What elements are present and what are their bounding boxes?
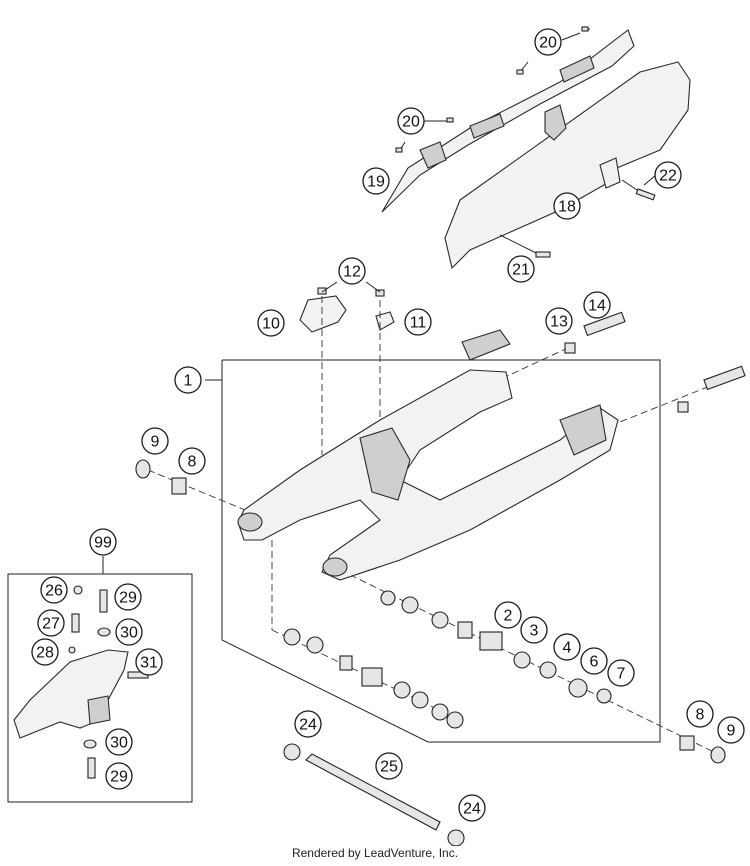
callout-6: 6 <box>580 647 608 675</box>
callout-label: 11 <box>410 315 427 332</box>
callout-label: 8 <box>188 454 197 471</box>
callout-label: 25 <box>380 759 398 776</box>
callout-label: 20 <box>402 114 420 131</box>
callout-label: 28 <box>36 645 54 662</box>
callout-label: 12 <box>343 264 361 281</box>
callout-label: 30 <box>120 625 138 642</box>
callout-12: 12 <box>338 257 366 285</box>
chain-slider-lower <box>13 649 129 739</box>
callout-8: 8 <box>178 447 206 475</box>
callout-label: 22 <box>659 168 677 185</box>
callout-label: 99 <box>94 535 112 552</box>
callout-label: 2 <box>504 608 513 625</box>
callout-3: 3 <box>520 616 548 644</box>
callout-9: 9 <box>141 427 169 455</box>
callout-label: 19 <box>367 174 385 191</box>
nut-24-bottom <box>447 829 465 846</box>
chain-guard-bracket <box>544 104 567 141</box>
nut-26 <box>73 585 83 595</box>
chain-guide-bracket <box>299 295 347 333</box>
callout-label: 26 <box>45 583 63 600</box>
callout-24: 24 <box>458 794 486 822</box>
callout-26: 26 <box>40 576 68 604</box>
callout-label: 10 <box>262 316 280 333</box>
callout-25: 25 <box>375 752 403 780</box>
callout-9: 9 <box>717 716 745 744</box>
callout-label: 31 <box>140 655 158 672</box>
callout-label: 24 <box>463 801 481 818</box>
callout-28: 28 <box>31 638 59 666</box>
callout-14: 14 <box>583 291 611 319</box>
callout-label: 4 <box>563 640 572 657</box>
callout-label: 6 <box>590 654 599 671</box>
callout-label: 18 <box>558 199 576 216</box>
callout-29: 29 <box>105 762 133 790</box>
callout-label: 21 <box>512 262 530 279</box>
callout-label: 29 <box>119 590 137 607</box>
callout-label: 8 <box>696 707 705 724</box>
bolt-27 <box>71 613 80 633</box>
callout-13: 13 <box>545 307 573 335</box>
nut-24-top <box>283 743 301 761</box>
callout-29: 29 <box>114 583 142 611</box>
callout-label: 3 <box>530 623 539 640</box>
callout-label: 1 <box>184 373 193 390</box>
callout-30: 30 <box>105 728 133 756</box>
callout-27: 27 <box>37 609 65 637</box>
footer-credit: Rendered by LeadVenture, Inc. <box>291 846 459 860</box>
callout-2: 2 <box>494 601 522 629</box>
callout-label: 9 <box>727 723 736 740</box>
washer-13 <box>564 342 576 354</box>
bushing-8-right <box>679 735 695 751</box>
swingarm-assembly-frame <box>221 359 661 743</box>
callout-label: 14 <box>588 298 606 315</box>
callout-11: 11 <box>404 308 432 336</box>
callout-8: 8 <box>686 700 714 728</box>
callout-19: 19 <box>362 167 390 195</box>
callout-label: 29 <box>110 769 128 786</box>
callout-label: 9 <box>151 434 160 451</box>
callout-label: 20 <box>539 35 557 52</box>
callout-31: 31 <box>135 648 163 676</box>
callout-30: 30 <box>115 618 143 646</box>
callout-10: 10 <box>257 309 285 337</box>
callout-label: 30 <box>110 735 128 752</box>
chain-guard <box>444 61 691 270</box>
bushing-8-left <box>171 477 187 495</box>
washer-9-left <box>135 459 151 479</box>
callout-7: 7 <box>607 659 635 687</box>
callout-18: 18 <box>553 192 581 220</box>
chain-slider-kit-frame <box>7 573 193 803</box>
callout-label: 7 <box>617 666 626 683</box>
callout-label: 27 <box>42 616 60 633</box>
swingarm-axle <box>305 753 441 831</box>
callout-4: 4 <box>553 633 581 661</box>
callout-20: 20 <box>534 28 562 56</box>
callout-20: 20 <box>397 107 425 135</box>
callout-99: 99 <box>89 528 117 556</box>
callout-1: 1 <box>174 366 202 394</box>
pivot-bore-right <box>322 557 348 577</box>
swingarm <box>237 369 619 581</box>
clip <box>375 311 395 331</box>
callout-24: 24 <box>294 710 322 738</box>
washer-9-right <box>710 746 726 764</box>
callout-21: 21 <box>507 255 535 283</box>
pivot-bore-left <box>237 512 263 532</box>
pin-14 <box>583 311 626 337</box>
callout-label: 24 <box>299 717 317 734</box>
screw-29-bottom <box>87 757 96 779</box>
callout-22: 22 <box>654 161 682 189</box>
callout-label: 13 <box>550 314 568 331</box>
screw-29-top <box>99 589 108 613</box>
